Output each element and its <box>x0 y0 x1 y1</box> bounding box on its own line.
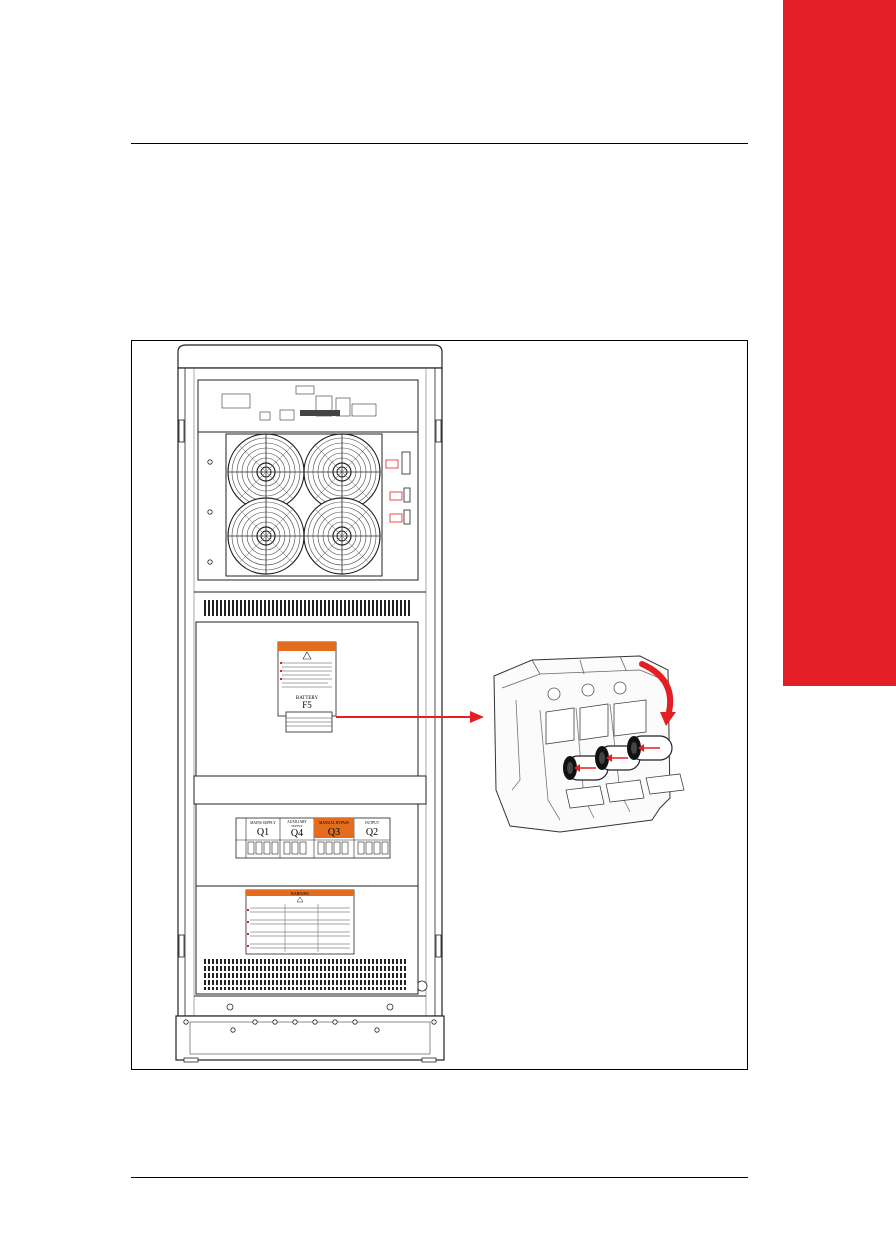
fan-section <box>198 432 418 580</box>
upper-vent-grille <box>204 600 412 616</box>
switch-q2-id: Q2 <box>366 827 378 838</box>
fuse-holder-detail <box>494 656 684 832</box>
switch-q4-id: Q4 <box>291 828 303 839</box>
footer-rule <box>131 1177 748 1178</box>
switch-panel: MAINS SUPPLY Q1 AUXILIARY SUPPLY Q4 MANU… <box>196 804 418 886</box>
fuse-label-id: F5 <box>302 700 312 710</box>
switch-q2-title: OUTPUT <box>365 821 380 825</box>
switch-q1-id: Q1 <box>257 827 269 838</box>
lower-vent-grille <box>204 958 408 990</box>
battery-fuse-panel: BATTERY F5 <box>196 622 418 776</box>
switch-q3-title: MANUAL BYPASS <box>319 821 349 825</box>
warning-label-title: WARNING <box>291 891 310 896</box>
lower-panel: WARNING <box>196 886 418 994</box>
switch-q3-id: Q3 <box>328 827 340 838</box>
control-board-section <box>198 380 418 432</box>
switch-q1-title: MAINS SUPPLY <box>250 821 276 825</box>
